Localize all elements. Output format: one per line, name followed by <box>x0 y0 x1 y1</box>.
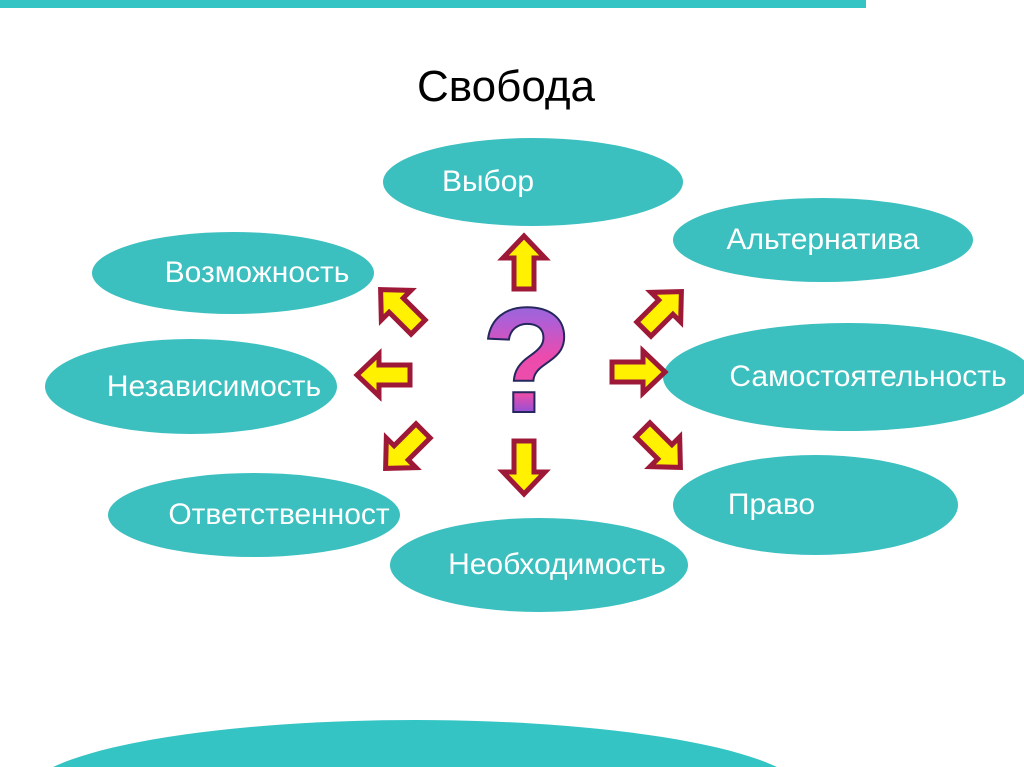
node-vybor: Выбор <box>383 138 683 226</box>
node-label: Альтернатива <box>726 223 920 256</box>
arrow-up-right-icon <box>633 289 684 340</box>
node-alternativa: Альтернатива <box>673 198 973 282</box>
node-samostoyatelnost: Самостоятельность <box>663 323 1024 431</box>
node-label: Необходимость <box>448 548 666 581</box>
top-accent-bar <box>0 0 866 8</box>
node-label: Право <box>727 488 816 521</box>
arrow-up-icon <box>497 232 551 292</box>
node-nezavisimost: Независимость <box>45 339 337 434</box>
arrow-down-right-icon <box>632 419 683 470</box>
question-mark-glyph: ? <box>481 276 573 444</box>
node-neobkhodimost: Необходимость <box>390 518 688 612</box>
node-label: Самостоятельность <box>729 360 1007 393</box>
arrow-left-icon <box>353 348 413 402</box>
node-label: Независимость <box>106 369 322 403</box>
arrow-right-icon <box>609 345 669 399</box>
node-vozmozhnost: Возможность <box>92 232 374 314</box>
arrow-down-icon <box>497 438 551 498</box>
arrow-up-left-icon <box>378 287 429 338</box>
node-pravo: Право <box>673 455 958 555</box>
node-otvetstvennost: Ответственност <box>108 473 400 557</box>
node-label: Ответственност <box>168 498 390 531</box>
slide-title: Свобода <box>417 62 595 111</box>
node-label: Возможность <box>164 256 350 289</box>
node-label: Выбор <box>441 165 535 198</box>
bottom-decoration-ellipse <box>25 720 805 767</box>
question-mark-icon: ? <box>480 275 574 445</box>
arrow-down-left-icon <box>383 420 434 471</box>
